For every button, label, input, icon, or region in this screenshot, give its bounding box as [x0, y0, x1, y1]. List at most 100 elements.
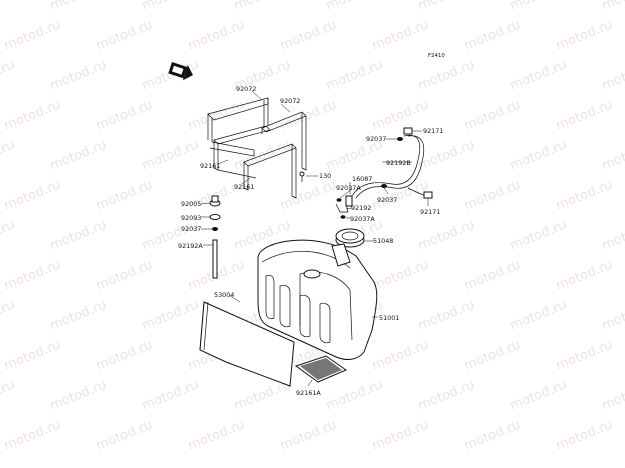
hose-92192: [335, 203, 349, 213]
watermark-text: motod.ru: [186, 417, 247, 453]
watermark-text: motod.ru: [462, 257, 523, 293]
tank-strap-92161-left: [213, 125, 271, 179]
clip-92037-upper: [397, 137, 403, 141]
watermark-text: motod.ru: [94, 97, 155, 133]
watermark-text: motod.ru: [0, 0, 17, 14]
watermark-text: motod.ru: [462, 417, 523, 453]
watermark-text: motod.ru: [600, 137, 625, 173]
watermark-text: motod.ru: [462, 17, 523, 53]
hose-clamp-92171-upper: [403, 127, 413, 135]
watermark-text: motod.ru: [2, 177, 63, 213]
callout-53004: 53004: [214, 291, 234, 299]
watermark-text: motod.ru: [554, 337, 615, 373]
watermark-text: motod.ru: [140, 377, 201, 413]
tank-bracket-92072-lower: [261, 111, 307, 171]
front-arrow-icon: [168, 61, 193, 81]
watermark-text: motod.ru: [0, 377, 17, 413]
callout-92037b: 92037: [377, 196, 397, 204]
watermark-text: motod.ru: [232, 0, 293, 14]
watermark-text: motod.ru: [416, 377, 477, 413]
watermark-text: motod.ru: [2, 417, 63, 453]
watermark-text: motod.ru: [2, 97, 63, 133]
bolt-130: [299, 171, 305, 182]
watermark-text: motod.ru: [416, 217, 477, 253]
watermark-text: motod.ru: [278, 417, 339, 453]
callout-92192: 92192: [351, 204, 371, 212]
watermark-text: motod.ru: [600, 297, 625, 333]
watermark-text: motod.ru: [508, 0, 569, 14]
watermark-text: motod.ru: [48, 297, 109, 333]
clip-92037A-lower: [340, 215, 346, 219]
watermark-text: motod.ru: [48, 57, 109, 93]
watermark-text: motod.ru: [554, 97, 615, 133]
watermark-text: motod.ru: [94, 257, 155, 293]
watermark-text: motod.ru: [186, 17, 247, 53]
watermark-text: motod.ru: [278, 177, 339, 213]
callout-92037a: 92037: [366, 135, 386, 143]
watermark-text: motod.ru: [48, 137, 109, 173]
watermark-text: motod.ru: [508, 57, 569, 93]
watermark-text: motod.ru: [600, 217, 625, 253]
watermark-text: motod.ru: [0, 57, 17, 93]
clip-92037-right: [381, 184, 387, 188]
watermark-text: motod.ru: [186, 97, 247, 133]
watermark-text: motod.ru: [370, 417, 431, 453]
watermark-text: motod.ru: [140, 0, 201, 14]
watermark-text: motod.ru: [48, 377, 109, 413]
watermark-text: motod.ru: [554, 177, 615, 213]
watermark-text: motod.ru: [48, 0, 109, 14]
callout-92161b: 92161: [234, 183, 254, 191]
watermark-text: motod.ru: [508, 377, 569, 413]
valve-16087: [345, 195, 353, 207]
watermark-text: motod.ru: [600, 377, 625, 413]
callout-92072a: 92072: [236, 85, 256, 93]
tank-pad-92161A: [294, 355, 348, 383]
watermark-text: motod.ru: [554, 257, 615, 293]
fuel-tank-51001: [257, 239, 378, 360]
watermark-text: motod.ru: [0, 217, 17, 253]
callout-92072b: 92072: [280, 97, 300, 105]
watermark-text: motod.ru: [0, 297, 17, 333]
watermark-text: motod.ru: [2, 17, 63, 53]
watermark-text: motod.ru: [94, 417, 155, 453]
callout-92171b: 92171: [420, 208, 440, 216]
callout-92037A-2: 92037A: [350, 215, 375, 223]
watermark-text: motod.ru: [324, 377, 385, 413]
callout-92037c: 92037: [181, 225, 201, 233]
watermark-text: motod.ru: [554, 17, 615, 53]
watermark-text: motod.ru: [370, 257, 431, 293]
callout-51048: 51048: [373, 237, 393, 245]
watermark-text: motod.ru: [324, 0, 385, 14]
watermark-text: motod.ru: [508, 137, 569, 173]
watermark-text: motod.ru: [0, 137, 17, 173]
watermark-text: motod.ru: [2, 257, 63, 293]
callout-92161A: 92161A: [296, 389, 321, 397]
watermark-text: motod.ru: [416, 57, 477, 93]
callout-labels: 92072 92072 92161 92161 130 92171 92037 …: [178, 85, 443, 397]
leader-lines: [200, 90, 429, 387]
callout-92171a: 92171: [423, 127, 443, 135]
callout-92093: 92093: [181, 214, 201, 222]
figure-code: F2410: [428, 53, 445, 59]
callout-92161a: 92161: [200, 162, 220, 170]
hose-clamp-92171-lower: [423, 191, 433, 199]
watermark-text: motod.ru: [462, 177, 523, 213]
watermark-text: motod.ru: [416, 137, 477, 173]
watermark-text: motod.ru: [278, 17, 339, 53]
watermark-text: motod.ru: [140, 297, 201, 333]
watermark-text: motod.ru: [554, 417, 615, 453]
callout-92005: 92005: [181, 200, 201, 208]
callout-92037A-1: 92037A: [336, 184, 361, 192]
tank-strap-92161-right: [243, 143, 297, 199]
watermark-text: motod.ru: [370, 17, 431, 53]
watermark-text: motod.ru: [508, 217, 569, 253]
watermark-text: motod.ru: [416, 0, 477, 14]
fuel-cap-51048: [335, 228, 365, 248]
tank-pad-53004: [199, 301, 295, 387]
watermark-text: motod.ru: [2, 337, 63, 373]
watermark-text: motod.ru: [48, 217, 109, 253]
callout-130: 130: [319, 172, 331, 180]
watermark-text: motod.ru: [324, 57, 385, 93]
tank-bracket-92072-upper: [207, 97, 269, 157]
